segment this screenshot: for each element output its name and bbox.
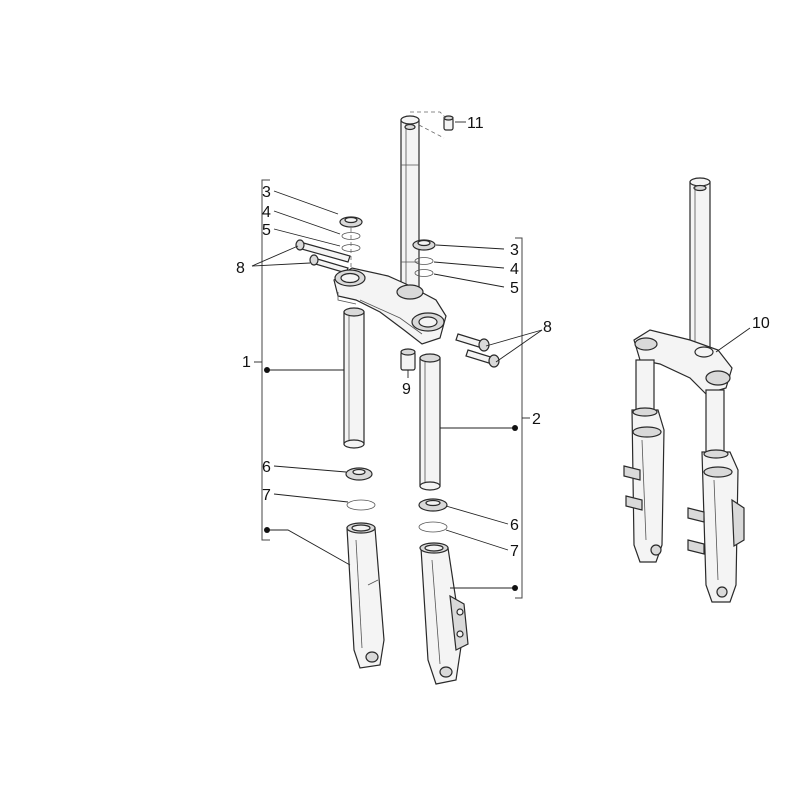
callout-1: 1 <box>242 354 251 371</box>
stem-bushing <box>400 348 416 371</box>
steering-stem <box>400 115 420 306</box>
left-fork-seals <box>345 467 376 511</box>
callout-3-right: 3 <box>510 242 519 259</box>
upper-clamp-bolts <box>295 239 351 274</box>
left-fork-slider <box>346 522 385 669</box>
callout-4-left: 4 <box>262 204 271 221</box>
right-fork-slider <box>419 542 469 685</box>
left-fork-cap-stack <box>339 216 363 252</box>
left-fork-group-bracket <box>261 179 270 541</box>
right-fork-cap-stack <box>412 239 436 277</box>
callout-8-left: 8 <box>236 260 245 277</box>
triple-clamp <box>333 267 447 345</box>
right-fork-seals <box>418 498 448 533</box>
callout-10: 10 <box>752 315 770 332</box>
assembled-fork <box>623 177 745 603</box>
left-fork-tube <box>343 307 365 449</box>
leader-lines <box>251 121 751 589</box>
callout-7-left: 7 <box>262 487 271 504</box>
lower-clamp-bolts <box>455 333 500 368</box>
callout-5-right: 5 <box>510 280 519 297</box>
callout-6-left: 6 <box>262 459 271 476</box>
callout-labels: 1 2 3 4 5 3 4 5 8 8 9 11 6 7 6 7 10 <box>236 115 770 560</box>
bracket-dots <box>264 367 518 591</box>
callout-8-right: 8 <box>543 319 552 336</box>
callout-6-right: 6 <box>510 517 519 534</box>
callout-4-right: 4 <box>510 261 519 278</box>
stem-pin <box>443 115 454 131</box>
callout-3-left: 3 <box>262 184 271 201</box>
callout-5-left: 5 <box>262 222 271 239</box>
callout-9: 9 <box>402 381 411 398</box>
callout-7-right: 7 <box>510 543 519 560</box>
callout-11: 11 <box>467 115 484 132</box>
callout-2: 2 <box>532 411 541 428</box>
right-fork-tube <box>419 353 441 491</box>
